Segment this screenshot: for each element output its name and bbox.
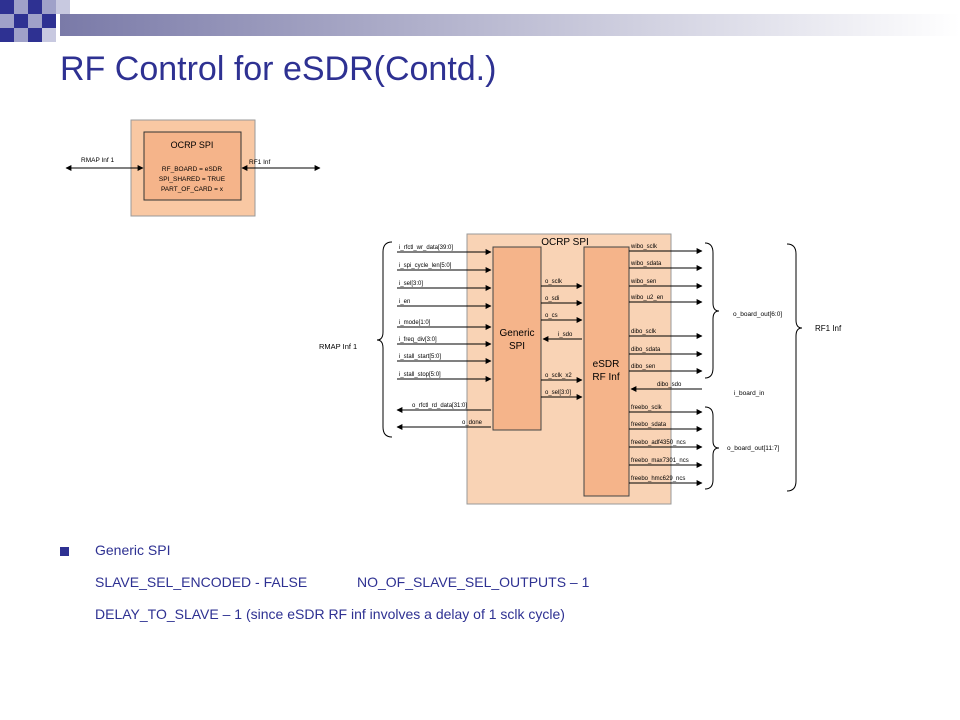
internal-signal-label: o_cs xyxy=(545,313,558,319)
dibo-sdo-label: dibo_sdo xyxy=(657,382,682,388)
board-out-top-brace xyxy=(704,242,720,379)
internal-signal-label: o_sdi xyxy=(545,296,559,302)
rmap-inf-label: RMAP Inf 1 xyxy=(81,157,115,164)
ocrp-spi-container-title: OCRP SPI xyxy=(541,237,589,248)
generic-spi-block xyxy=(492,246,542,431)
dibo-signal-label: dibo_sdata xyxy=(631,347,661,353)
input-signals: i_rfctl_wr_data[39:0] i_spi_cycle_len[5:… xyxy=(397,245,492,382)
internal-signals: o_sclk o_sdi o_cs i_sdo o_sclk_x2 o_sel[… xyxy=(541,279,583,400)
board-in-label: i_board_in xyxy=(734,390,765,397)
internal-signal-label: o_sclk xyxy=(545,279,563,285)
board-out-bottom-brace xyxy=(704,406,720,490)
rmap-inf-label: RMAP Inf 1 xyxy=(319,342,357,351)
diagram-2: OCRP SPI Generic SPI eSDR RF Inf RMAP In… xyxy=(319,233,842,505)
esdr-label-2: RF Inf xyxy=(592,372,619,383)
param-spi-shared: SPI_SHARED = TRUE xyxy=(159,176,226,183)
input-signal-label: i_sel[3:0] xyxy=(399,281,423,287)
diagram-1: OCRP SPI RF_BOARD = eSDR SPI_SHARED = TR… xyxy=(65,119,321,217)
square-bullet-icon xyxy=(60,547,69,556)
rf1-inf-label: RF1 Inf xyxy=(249,159,271,166)
input-signal-label: i_stall_start[5:0] xyxy=(399,354,441,360)
internal-signal-label: o_sclk_x2 xyxy=(545,373,572,379)
board-out-bottom-label: o_board_out[11:7] xyxy=(727,445,779,452)
slide-title: RF Control for eSDR(Contd.) xyxy=(60,50,497,88)
dibo-signals: dibo_sclk dibo_sdata dibo_sen dibo_sdo xyxy=(629,329,703,392)
rf1-brace xyxy=(786,243,803,492)
delay-to-slave: DELAY_TO_SLAVE – 1 (since eSDR RF inf in… xyxy=(95,606,565,622)
param-part-of-card: PART_OF_CARD = x xyxy=(161,186,224,193)
rf1-inf-label: RF1 Inf xyxy=(815,324,842,333)
input-signal-label: i_en xyxy=(399,299,410,305)
output-signal-label: o_done xyxy=(462,420,483,426)
input-signal-label: i_rfctl_wr_data[39:0] xyxy=(399,245,453,251)
freebo-signals: freebo_sclk freebo_sdata freebo_adf4350_… xyxy=(629,405,703,486)
wibo-signal-label: wibo_sclk xyxy=(630,244,658,250)
ocrp-spi-inner-block xyxy=(143,131,242,201)
bullet-generic-spi: Generic SPI xyxy=(95,542,171,558)
esdr-label-1: eSDR xyxy=(593,359,620,370)
header-decoration xyxy=(0,0,960,42)
freebo-signal-label: freebo_hmc629_ncs xyxy=(631,476,685,482)
rmap-brace xyxy=(376,241,393,438)
freebo-signal-label: freebo_max7301_ncs xyxy=(631,458,689,464)
esdr-rf-inf-block xyxy=(583,246,630,497)
param-rf-board: RF_BOARD = eSDR xyxy=(162,166,222,173)
dibo-signal-label: dibo_sen xyxy=(631,364,655,370)
ocrp-spi-title: OCRP SPI xyxy=(171,140,214,150)
input-signal-label: i_mode[1:0] xyxy=(399,320,431,326)
generic-spi-label-2: SPI xyxy=(509,341,525,352)
output-signals: o_rfctl_rd_data[31:0] o_done xyxy=(396,403,491,430)
dibo-signal-label: dibo_sclk xyxy=(631,329,657,335)
input-signal-label: i_spi_cycle_len[5:0] xyxy=(399,263,452,269)
internal-signal-label: o_sel[3:0] xyxy=(545,390,571,396)
output-signal-label: o_rfctl_rd_data[31:0] xyxy=(412,403,467,409)
freebo-signal-label: freebo_sclk xyxy=(631,405,663,411)
wibo-signals: wibo_sclk wibo_sdata wibo_sen wibo_u2_en xyxy=(629,244,703,305)
freebo-signal-label: freebo_sdata xyxy=(631,422,667,428)
input-signal-label: i_freq_div[3:0] xyxy=(399,337,437,343)
internal-signal-label: i_sdo xyxy=(558,332,573,338)
wibo-signal-label: wibo_u2_en xyxy=(630,295,663,301)
wibo-signal-label: wibo_sen xyxy=(630,279,656,285)
slave-sel-encoded: SLAVE_SEL_ENCODED - FALSE xyxy=(95,574,308,590)
freebo-signal-label: freebo_adf4350_ncs xyxy=(631,440,686,446)
no-of-slave-sel-outputs: NO_OF_SLAVE_SEL_OUTPUTS – 1 xyxy=(357,574,590,590)
input-signal-label: i_stall_stop[5:0] xyxy=(399,372,441,378)
wibo-signal-label: wibo_sdata xyxy=(630,261,662,267)
board-out-top-label: o_board_out[6:0] xyxy=(733,311,782,318)
generic-spi-label-1: Generic xyxy=(499,328,534,339)
